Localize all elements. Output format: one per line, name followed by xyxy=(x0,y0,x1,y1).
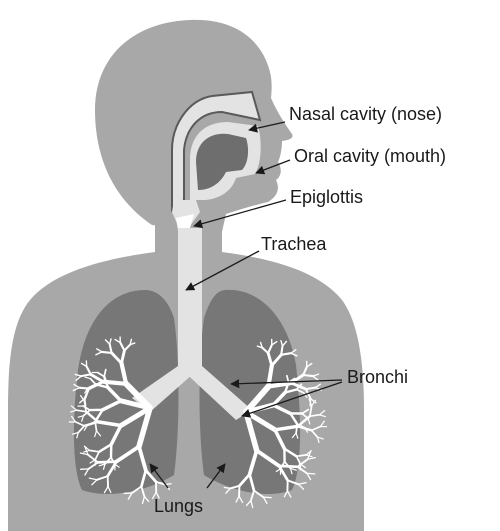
bronchiole-branch xyxy=(281,346,282,355)
label-bronchi: Bronchi xyxy=(347,367,408,387)
bronchiole-branch xyxy=(224,488,230,489)
bronchiole-branch xyxy=(307,473,315,474)
label-trachea: Trachea xyxy=(261,234,327,254)
label-nasal-cavity: Nasal cavity (nose) xyxy=(289,104,442,124)
label-oral-cavity: Oral cavity (mouth) xyxy=(294,146,446,166)
trachea-tube xyxy=(178,228,202,370)
bronchiole-branch xyxy=(306,388,316,390)
bronchiole-branch xyxy=(98,462,117,463)
bronchiole-branch xyxy=(303,375,313,376)
bronchiole-branch xyxy=(102,352,112,353)
bronchiole-branch xyxy=(279,466,298,467)
label-epiglottis: Epiglottis xyxy=(290,187,363,207)
label-lungs: Lungs xyxy=(154,496,203,516)
